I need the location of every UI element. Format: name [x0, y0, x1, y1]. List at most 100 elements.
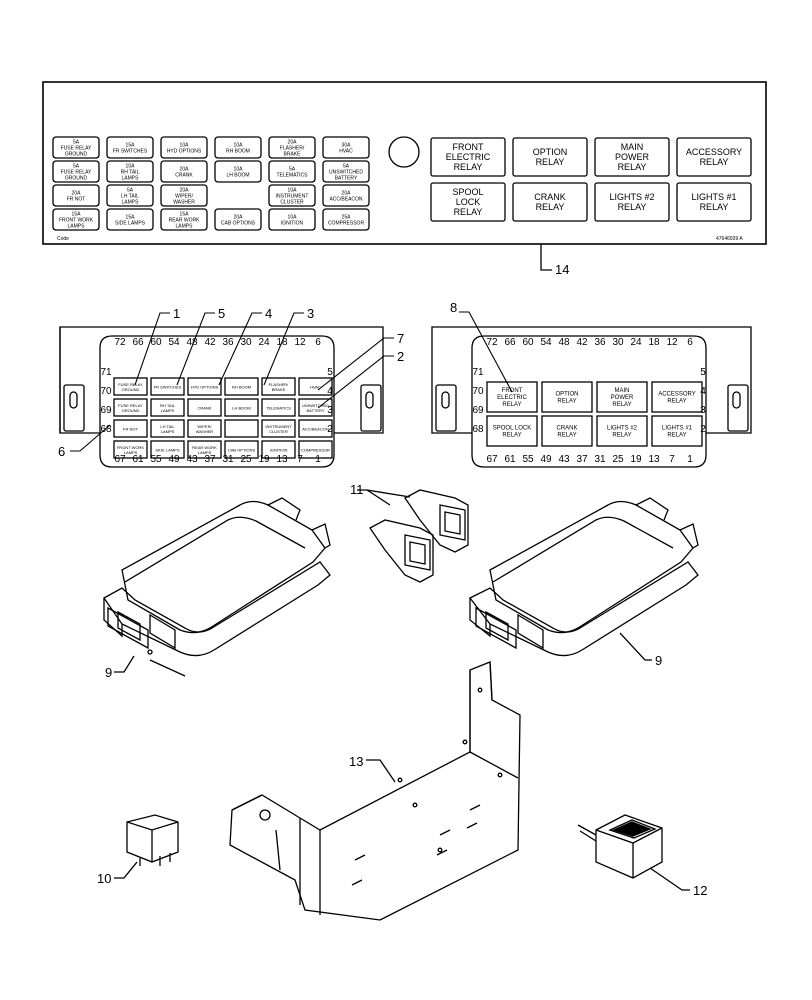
fuse-slot-label: INSTRUMENT [265, 424, 292, 429]
fuse-slot-label: RH TAIL [160, 403, 176, 408]
decal-relay-cell [676, 182, 752, 222]
pin-number-bottom: 67 [114, 454, 126, 465]
decal-fuse-text: 5A [127, 188, 134, 194]
pin-number-left: 69 [100, 405, 112, 416]
callout-7: 7 [397, 331, 404, 346]
fuse-slot-label: LH TAIL [160, 424, 175, 429]
decal-fuse-text: ACC/BEACON [329, 197, 362, 203]
decal-fuse-text: FRONT WORK [59, 218, 94, 224]
pin-number-top: 42 [576, 337, 588, 348]
fuse-slot [187, 398, 222, 417]
pin-number-bottom: 37 [204, 454, 216, 465]
decal-fuse-text: 30A [342, 143, 352, 149]
callout-1: 1 [173, 306, 180, 321]
decal-relay-text: RELAY [454, 207, 483, 217]
pin-number-bottom: 19 [630, 454, 642, 465]
relay-slot-label: RELAY [557, 399, 576, 405]
pin-number-top: 48 [558, 337, 570, 348]
callout-8: 8 [450, 300, 457, 315]
pin-number-bottom: 61 [132, 454, 144, 465]
pin-number-right: 5 [700, 367, 706, 378]
pin-number-top: 60 [522, 337, 534, 348]
relay-slot-label: CRANK [556, 426, 577, 432]
decal-fuse-cell [160, 136, 208, 159]
decal-relay-text: OPTION [533, 147, 568, 157]
callout-12: 12 [693, 883, 707, 898]
fuse-slot-label: FR SWITCHES [154, 385, 182, 390]
pin-number-top: 18 [648, 337, 660, 348]
decal-fuse-cell [322, 184, 370, 207]
relay-slot-label: RELAY [557, 433, 576, 439]
fuse-slot [298, 377, 333, 396]
decal-fuse-cell [214, 160, 262, 183]
decal-relay-text: POWER [615, 152, 650, 162]
pin-number-top: 12 [666, 337, 678, 348]
fuse-slot-label: CLUSTER [269, 429, 288, 434]
decal-relay-text: RELAY [700, 202, 729, 212]
decal-fuse-text: 5A [73, 164, 80, 170]
decal-fuse-text: LAMPS [122, 176, 140, 182]
fuse-slot-label: FUSE RELAY [118, 403, 143, 408]
decal-relay-text: LOCK [456, 197, 481, 207]
decal-relay-text: SPOOL [452, 187, 483, 197]
relay-slot [596, 415, 648, 447]
fuse-slot [298, 440, 333, 459]
fuse-slot [187, 440, 222, 459]
pin-number-bottom: 49 [168, 454, 180, 465]
decal-fuse-text: INSTRUMENT [276, 194, 309, 200]
fuse-slot-label: WIPER/ [197, 424, 212, 429]
pin-number-left: 68 [100, 424, 112, 435]
decal-fuse-text: 20A [180, 188, 190, 194]
decal-fuse-cell [322, 208, 370, 231]
decal-fuse-text: CRANK [175, 173, 193, 179]
fuse-slot [261, 419, 296, 438]
fuse-slot [150, 440, 185, 459]
decal-fuse-text: TELEMATICS [276, 173, 308, 179]
pin-number-top: 66 [504, 337, 516, 348]
decal-fuse-text: GROUND [65, 176, 88, 182]
relay-slot [486, 415, 538, 447]
decal-relay-text: ELECTRIC [446, 152, 491, 162]
decal-fuse-text: LAMPS [176, 224, 194, 230]
fuse-slot-label: BATTERY [306, 408, 324, 413]
fuse-slot-label: CRANK [197, 406, 211, 411]
decal-relay-cell [430, 182, 506, 222]
fuse-box-right: 9 [469, 497, 699, 668]
decal-fuse-text: REAR WORK [169, 218, 201, 224]
pin-number-top: 24 [630, 337, 642, 348]
callout-6: 6 [58, 444, 65, 459]
fuse-slot [224, 398, 259, 417]
pin-number-right: 3 [700, 405, 706, 416]
relay-slot-label: MAIN [615, 388, 630, 394]
relay-slot-label: FRONT [502, 388, 523, 394]
relay-slot-label: RELAY [612, 402, 631, 408]
decal-fuse-text: COMPRESSOR [328, 221, 365, 227]
fuse-slot-label: FR NOT [123, 427, 138, 432]
fuse-slot [261, 377, 296, 396]
pin-number-bottom: 43 [558, 454, 570, 465]
fuse-slot-label: HYD OPTIONS [191, 385, 219, 390]
decal-relay-text: RELAY [618, 202, 647, 212]
decal-fuse-text: RH TAIL [121, 170, 140, 176]
decal-fuse-text: 10A [288, 215, 298, 221]
pin-number-right: 4 [327, 386, 333, 397]
decal-relay-text: RELAY [618, 162, 647, 172]
fuse-box-left: 9 [103, 497, 331, 680]
pin-number-left: 68 [472, 424, 484, 435]
callout-14: 14 [555, 262, 569, 277]
pin-number-left: 70 [472, 386, 484, 397]
decal-fuse-text: 20A [342, 191, 352, 197]
pin-number-left: 70 [100, 386, 112, 397]
fuse-slot-label: TELEMATICS [266, 406, 291, 411]
decal-fuse-text: LH BOOM [226, 173, 249, 179]
pin-number-top: 36 [222, 337, 234, 348]
pin-number-top: 30 [240, 337, 252, 348]
relay-slot-label: ACCESSORY [658, 392, 696, 398]
pin-number-bottom: 25 [612, 454, 624, 465]
fuse-slot [113, 419, 148, 438]
decal-relay-text: FRONT [453, 142, 484, 152]
relay-slot [541, 381, 593, 413]
fuse-slot-label: IGNITION [270, 448, 288, 453]
pin-number-right: 2 [327, 424, 333, 435]
pin-number-bottom: 1 [315, 454, 321, 465]
